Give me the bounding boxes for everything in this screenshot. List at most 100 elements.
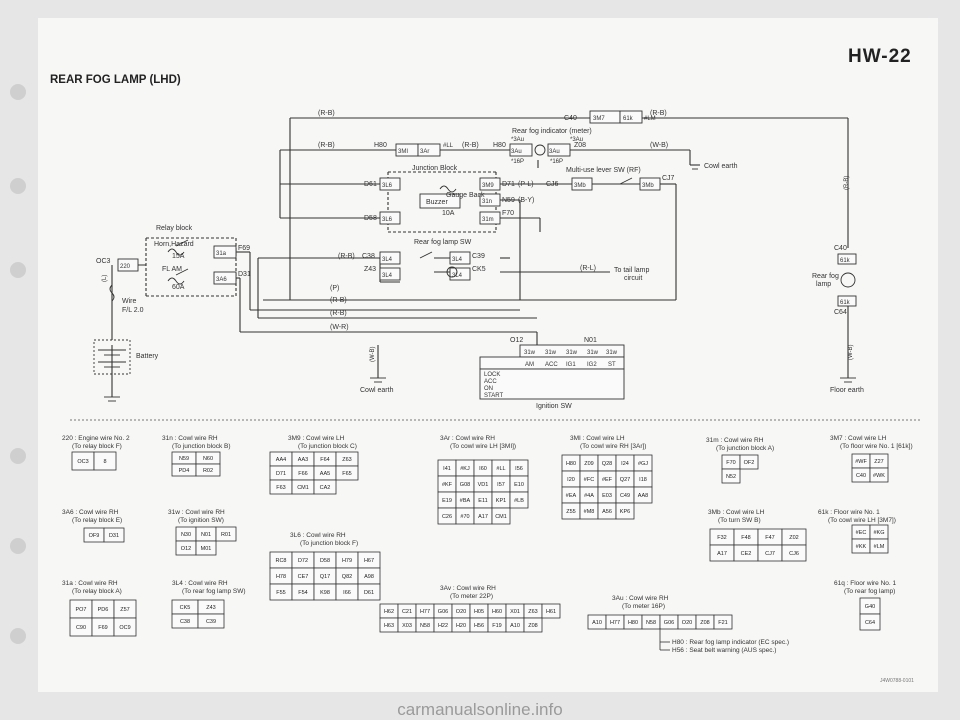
wire-label: (R-B) (318, 110, 335, 117)
connector-pin-label: KP6 (620, 509, 630, 515)
connector-pin (313, 479, 337, 495)
connector-pin-label: D31 (109, 533, 119, 539)
connector-pin-label: H67 (364, 558, 374, 564)
connector-pin-label: AA3 (298, 457, 308, 463)
connector-caption-sub: (To cowl wire RH [3Ar]) (580, 443, 646, 450)
connector-pin-label: C90 (76, 625, 86, 631)
connector-caption-sub: (To junction block F) (300, 540, 358, 547)
connector-face: #EC#KG#KK#LM (851, 524, 889, 554)
connector-label: 3L4 (452, 273, 463, 279)
connector-pin-label: N59 (179, 456, 189, 462)
connector-pin-label: C39 (206, 619, 216, 625)
component-label: circuit (624, 275, 642, 282)
wire-label: (R-L) (580, 265, 596, 272)
wire-label: (B-Y) (518, 197, 534, 204)
switch-position: START (484, 393, 503, 399)
connector-pin-label: #EF (602, 477, 613, 483)
fuse-rating: 10A (442, 210, 455, 217)
connector-pin-label: #WF (855, 459, 867, 465)
connector-pin-label: Z63 (528, 609, 537, 615)
connector-label: 61k (840, 258, 851, 264)
connector-pin-label: RC8 (275, 558, 286, 564)
connector-pin-label: #EA (566, 493, 577, 499)
connector-pin-label: C21 (402, 609, 412, 615)
connector-pin (335, 465, 359, 481)
connector-pin (195, 463, 221, 477)
connector-pin (197, 613, 225, 629)
connector-caption-title: 3Ar : Cowl wire RH (440, 435, 495, 442)
connector-pin (541, 603, 561, 619)
connector-label: 31w (524, 350, 536, 356)
connector-pin-label: PD4 (179, 468, 190, 474)
connector-pin (195, 540, 217, 556)
connector-caption-sub: (To meter 16P) (622, 603, 665, 610)
connector-pin-label: F32 (717, 535, 726, 541)
connector-caption-title: 3M7 : Cowl wire LH (830, 435, 887, 442)
connector-pin-label: D58 (320, 558, 330, 564)
connector-pin-label: G06 (438, 609, 448, 615)
connector-pin-label: Q27 (620, 477, 630, 483)
switch-position: LOCK (484, 372, 500, 378)
connector-caption-title: 31m : Cowl wire RH (706, 437, 764, 444)
connector-pin-label: E11 (478, 498, 487, 504)
connector-pin (721, 468, 741, 484)
connector-label: 220 (120, 264, 131, 270)
connector-caption-title: 61q : Floor wire No. 1 (834, 580, 897, 587)
connector-caption-title: 3Au : Cowl wire RH (612, 595, 669, 602)
connector-pin-label: F55 (276, 590, 285, 596)
connector-pin (93, 451, 117, 471)
connector-caption-sub: (To relay block A) (72, 588, 122, 595)
connector-pin-label: C40 (856, 473, 866, 479)
schematic-labels: (R-B) (R-B) C40 3M7 61k #LM Rear fog ind… (96, 110, 864, 410)
footnotes: H80 : Rear fog lamp indicator (EC spec.)… (659, 628, 789, 654)
connector-pin-label: A98 (364, 574, 374, 580)
component-label: Rear fog indicator (meter) (512, 128, 592, 135)
connector-label: C39 (472, 253, 485, 260)
connector-label: 31w (566, 350, 578, 356)
connector-pin (491, 507, 511, 525)
connector-pin-label: N01 (201, 532, 211, 538)
connector-pin-label: Q28 (602, 461, 612, 467)
connector-pin-label: O20 (682, 620, 692, 626)
switch-position: ON (484, 386, 493, 392)
connector-pin (739, 454, 759, 470)
connector-caption-sub: (To relay block E) (72, 517, 122, 524)
connector-pin (869, 538, 889, 554)
connector-pin-label: F47 (765, 535, 774, 541)
wire-label: (P-L) (518, 181, 534, 188)
connector-pin-label: I20 (567, 477, 575, 483)
connector-pin-label: H80 (566, 461, 576, 467)
connector-pin-label: H77 (610, 620, 620, 626)
connector-pin-label: F66 (298, 471, 307, 477)
connector-pin-label: N60 (203, 456, 213, 462)
connector-label: 3Ar (420, 149, 429, 155)
connector-pin-label: #WK (873, 473, 885, 479)
connector-caption-sub: (To junction block A) (716, 445, 774, 452)
connector-pin-label: X01 (510, 609, 520, 615)
wire-label: (R-B) (330, 297, 347, 304)
connector-pin-label: H60 (492, 609, 502, 615)
fuse-rating: 60A (172, 284, 185, 291)
connector-pin-label: Z08 (700, 620, 709, 626)
connector-pin-label: O12 (181, 546, 191, 552)
connector-caption-title: 61k : Floor wire No. 1 (818, 509, 880, 516)
wire-label: (R-B) (318, 142, 335, 149)
connector-pin-label: O20 (456, 609, 466, 615)
connector-pin-label: R01 (221, 532, 231, 538)
connector-pin-label: #GJ (638, 461, 648, 467)
connector-pin-label: Q82 (342, 574, 352, 580)
connector-pin-label: F64 (320, 457, 329, 463)
connector-pin-label: I41 (443, 466, 451, 472)
connector-pin-label: G08 (460, 482, 470, 488)
connector-pin-label: N58 (420, 623, 430, 629)
binder-hole (10, 178, 26, 194)
connector-pin-label: H20 (456, 623, 466, 629)
connector-label: 3Au (549, 149, 560, 155)
connector-pin-label: A10 (510, 623, 520, 629)
connector-pin-label: H80 (628, 620, 638, 626)
connector-pin-label: OF2 (744, 460, 755, 466)
connector-label: D31 (238, 271, 251, 278)
connector-pin-label: H56 (474, 623, 484, 629)
